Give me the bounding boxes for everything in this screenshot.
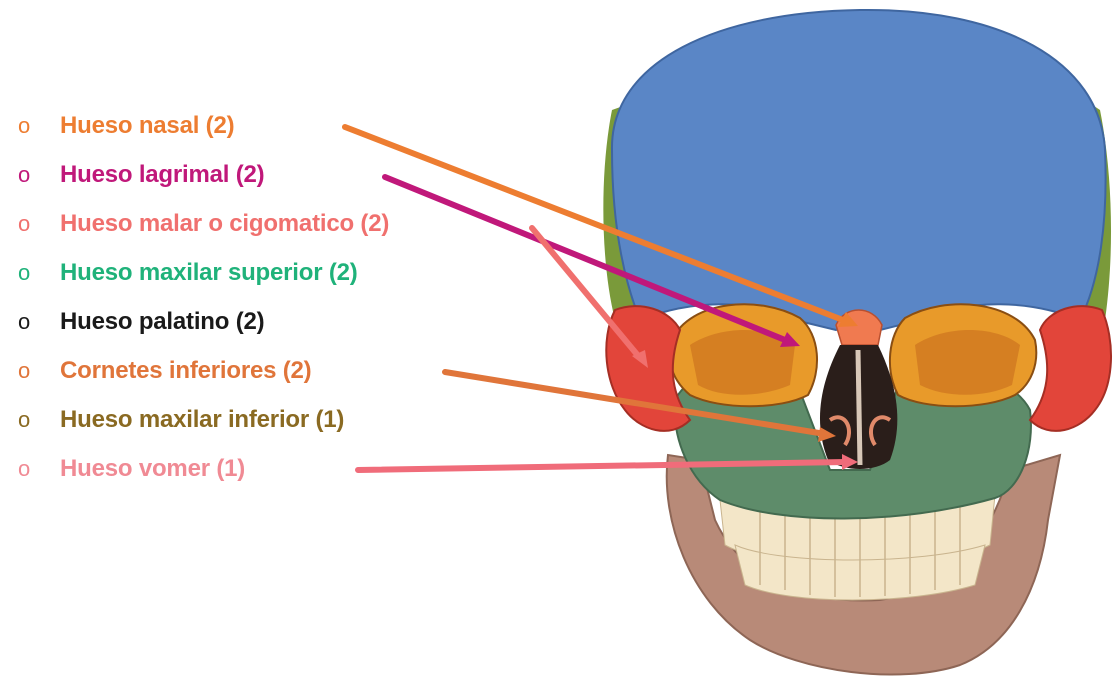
frontal-bone bbox=[612, 10, 1106, 330]
nasal-septum bbox=[858, 350, 860, 465]
nasal-bone bbox=[836, 310, 882, 345]
zygomatic-bone-right bbox=[1030, 306, 1111, 431]
